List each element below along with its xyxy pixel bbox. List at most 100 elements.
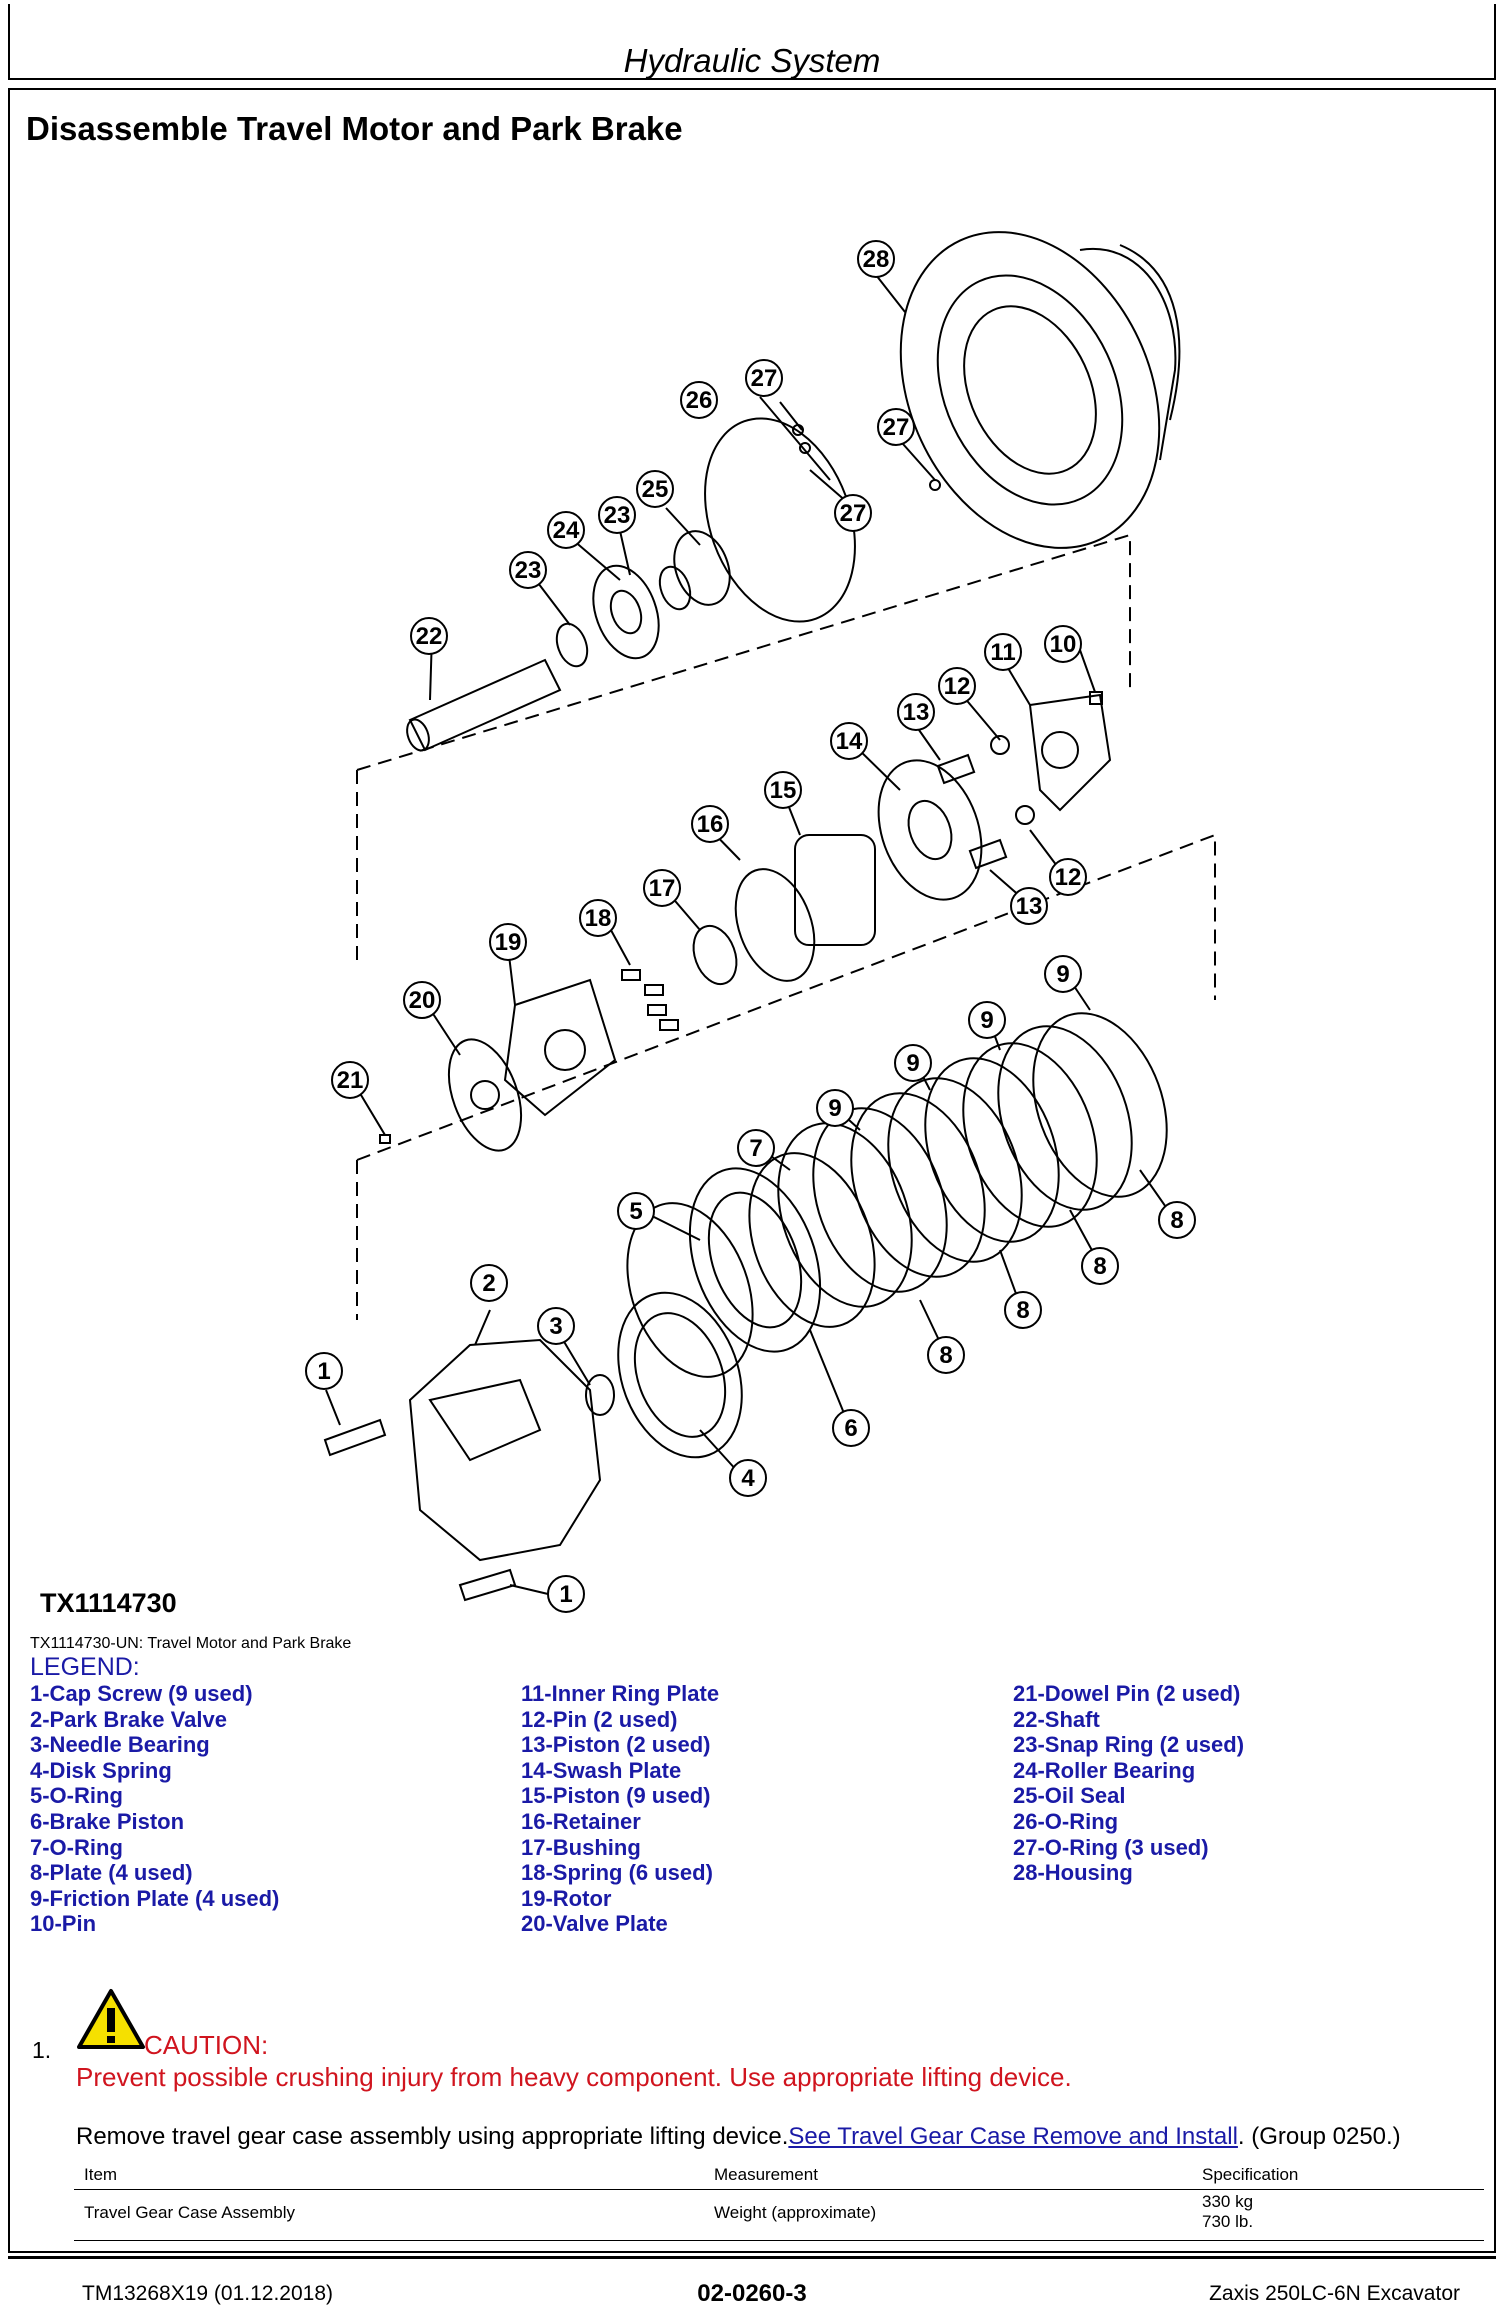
legend-item: 27-O-Ring (3 used) [1013, 1834, 1209, 1860]
legend-item: 3-Needle Bearing [30, 1732, 210, 1758]
spec-table: Item Measurement Specification Travel Ge… [74, 2165, 1484, 2241]
legend-item: 22-Shaft [1013, 1706, 1100, 1732]
svg-text:18: 18 [585, 905, 612, 932]
callout-17: 17 [643, 869, 681, 907]
callout-1b: 1 [547, 1575, 585, 1613]
legend-item: 1-Cap Screw (9 used) [30, 1681, 253, 1706]
callout-16: 16 [691, 805, 729, 843]
svg-text:9: 9 [906, 1050, 919, 1077]
instruction-text: Remove travel gear case assembly using a… [76, 2123, 789, 2150]
callout-13a: 13 [897, 693, 935, 731]
svg-text:23: 23 [515, 557, 542, 584]
svg-text:22: 22 [416, 623, 443, 650]
svg-text:6: 6 [844, 1415, 857, 1442]
cell-spec-imperial: 730 lb. [1202, 2212, 1254, 2231]
callout-24: 24 [547, 511, 585, 549]
legend-item: 21-Dowel Pin (2 used) [1013, 1681, 1241, 1706]
svg-text:8: 8 [939, 1342, 952, 1369]
callout-27a: 27 [745, 359, 783, 397]
figure-id: TX1114730 [40, 1588, 177, 1618]
svg-text:27: 27 [840, 500, 867, 527]
callout-25: 25 [636, 470, 674, 508]
svg-text:13: 13 [903, 699, 930, 726]
callout-22: 22 [410, 617, 448, 655]
svg-text:17: 17 [649, 875, 676, 902]
svg-text:12: 12 [1055, 864, 1082, 891]
svg-text:23: 23 [604, 502, 631, 529]
cell-measurement: Weight (approximate) [714, 2203, 877, 2222]
caution-text: Prevent possible crushing injury from he… [76, 2062, 1072, 2092]
callout-2: 2 [470, 1264, 508, 1302]
cell-item: Travel Gear Case Assembly [84, 2203, 295, 2222]
callout-20: 20 [403, 981, 441, 1019]
legend-item: 26-O-Ring [1013, 1808, 1119, 1834]
legend-item: 19-Rotor [521, 1885, 612, 1911]
svg-text:28: 28 [863, 246, 890, 273]
legend-item: 20-Valve Plate [521, 1911, 668, 1937]
legend-item: 6-Brake Piston [30, 1808, 185, 1834]
legend-item: 8-Plate (4 used) [30, 1860, 193, 1886]
legend-item: 11-Inner Ring Plate [521, 1681, 720, 1706]
cell-spec-metric: 330 kg [1202, 2192, 1254, 2211]
legend-item: 18-Spring (6 used) [521, 1860, 713, 1886]
legend-item: 25-Oil Seal [1013, 1783, 1126, 1809]
svg-text:24: 24 [553, 517, 580, 544]
svg-text:12: 12 [944, 673, 971, 700]
svg-text:8: 8 [1016, 1297, 1029, 1324]
header-title: Hydraulic System [623, 42, 881, 79]
callout-8c: 8 [1004, 1291, 1042, 1329]
legend-item: 7-O-Ring [30, 1834, 123, 1860]
legend-item: 28-Housing [1013, 1860, 1133, 1886]
legend-item: 2-Park Brake Valve [30, 1706, 227, 1732]
svg-text:27: 27 [883, 414, 910, 441]
content-frame [8, 88, 1496, 2253]
svg-text:11: 11 [990, 639, 1015, 666]
callout-9b: 9 [968, 1001, 1006, 1039]
svg-text:21: 21 [337, 1067, 364, 1094]
callout-7: 7 [737, 1129, 775, 1167]
svg-text:19: 19 [495, 929, 522, 956]
step-instruction: Remove travel gear case assembly using a… [76, 2123, 1401, 2151]
svg-text:25: 25 [642, 476, 669, 503]
callout-9a: 9 [1044, 955, 1082, 993]
footer-model: Zaxis 250LC-6N Excavator [1209, 2282, 1460, 2305]
svg-text:15: 15 [770, 777, 797, 804]
svg-text:4: 4 [741, 1465, 755, 1492]
callout-23b: 23 [509, 551, 547, 589]
header-item: Item [84, 2165, 118, 2184]
svg-text:27: 27 [751, 365, 778, 392]
svg-text:9: 9 [1056, 961, 1069, 988]
callout-5: 5 [617, 1192, 655, 1230]
header-measurement: Measurement [714, 2165, 818, 2184]
legend-item: 23-Snap Ring (2 used) [1013, 1732, 1245, 1758]
legend-item: 5-O-Ring [30, 1783, 123, 1809]
legend-item: 10-Pin [30, 1911, 97, 1937]
spec-table-header: Item Measurement Specification [74, 2165, 1484, 2190]
svg-text:16: 16 [697, 811, 724, 838]
legend-item: 4-Disk Spring [30, 1757, 172, 1783]
callout-23a: 23 [598, 496, 636, 534]
footer-page-number: 02-0260-3 [697, 2280, 807, 2307]
legend-item: 24-Roller Bearing [1013, 1757, 1196, 1783]
svg-text:2: 2 [482, 1270, 495, 1297]
legend-item: 15-Piston (9 used) [521, 1783, 711, 1809]
warning-triangle-icon [77, 1989, 145, 2049]
callout-12b: 12 [1049, 858, 1087, 896]
legend-item: 14-Swash Plate [521, 1757, 682, 1783]
svg-text:1: 1 [559, 1581, 572, 1608]
callout-21: 21 [331, 1061, 369, 1099]
legend-item: 9-Friction Plate (4 used) [30, 1885, 280, 1911]
callout-1a: 1 [305, 1352, 343, 1390]
callout-12a: 12 [938, 667, 976, 705]
section-title: Disassemble Travel Motor and Park Brake [26, 110, 683, 147]
callout-11: 11 [984, 633, 1022, 671]
callout-6: 6 [832, 1409, 870, 1447]
svg-text:14: 14 [836, 728, 863, 755]
svg-text:10: 10 [1050, 631, 1077, 658]
callout-26: 26 [680, 381, 718, 419]
travel-gear-case-link[interactable]: See Travel Gear Case Remove and Install [788, 2123, 1238, 2150]
legend-item: 17-Bushing [521, 1834, 641, 1860]
figure-caption: TX1114730-UN: Travel Motor and Park Brak… [30, 1635, 352, 1652]
legend-item: 16-Retainer [521, 1808, 641, 1834]
step-number: 1. [32, 2037, 52, 2063]
